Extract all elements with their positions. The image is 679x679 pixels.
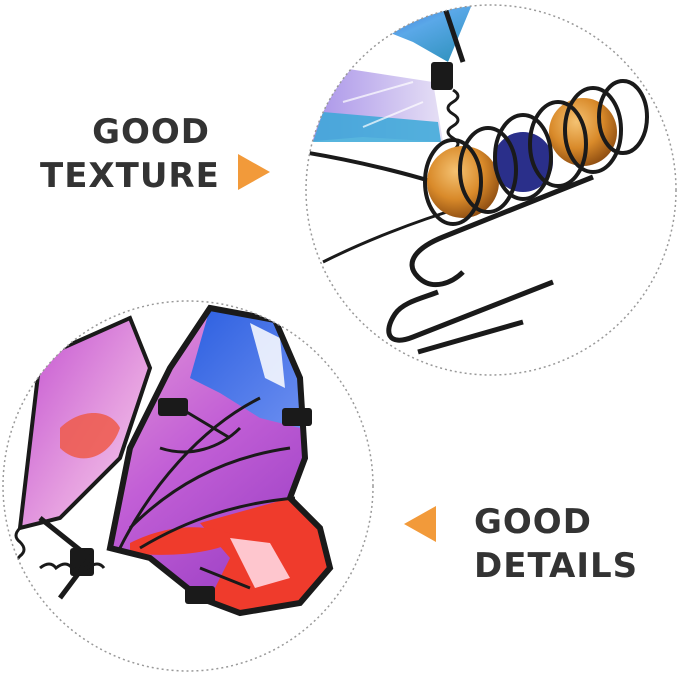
hook-closeup-image xyxy=(305,4,677,376)
texture-caption-line2: TEXTURE xyxy=(40,156,220,196)
s-hook xyxy=(386,279,554,343)
details-closeup-circle xyxy=(0,298,376,674)
clip-tab xyxy=(185,586,215,604)
wing-veins xyxy=(118,396,296,590)
s-hook xyxy=(409,174,594,288)
arrow-left-icon xyxy=(404,506,436,542)
details-caption-line1: GOOD xyxy=(474,502,592,542)
clip-tab xyxy=(431,62,453,90)
texture-caption: GOOD TEXTURE xyxy=(40,110,220,198)
texture-closeup-circle xyxy=(303,2,679,378)
clip-tab xyxy=(158,398,188,416)
wing-closeup-image xyxy=(2,300,374,672)
clip-tab xyxy=(282,408,312,426)
blue-bead xyxy=(493,132,553,192)
details-caption-line2: DETAILS xyxy=(474,546,639,586)
spring-coil xyxy=(39,562,106,571)
texture-caption-line1: GOOD xyxy=(92,112,210,152)
details-caption: GOOD DETAILS xyxy=(474,500,654,588)
bead-coil xyxy=(423,79,649,226)
arrow-right-icon xyxy=(238,154,270,190)
